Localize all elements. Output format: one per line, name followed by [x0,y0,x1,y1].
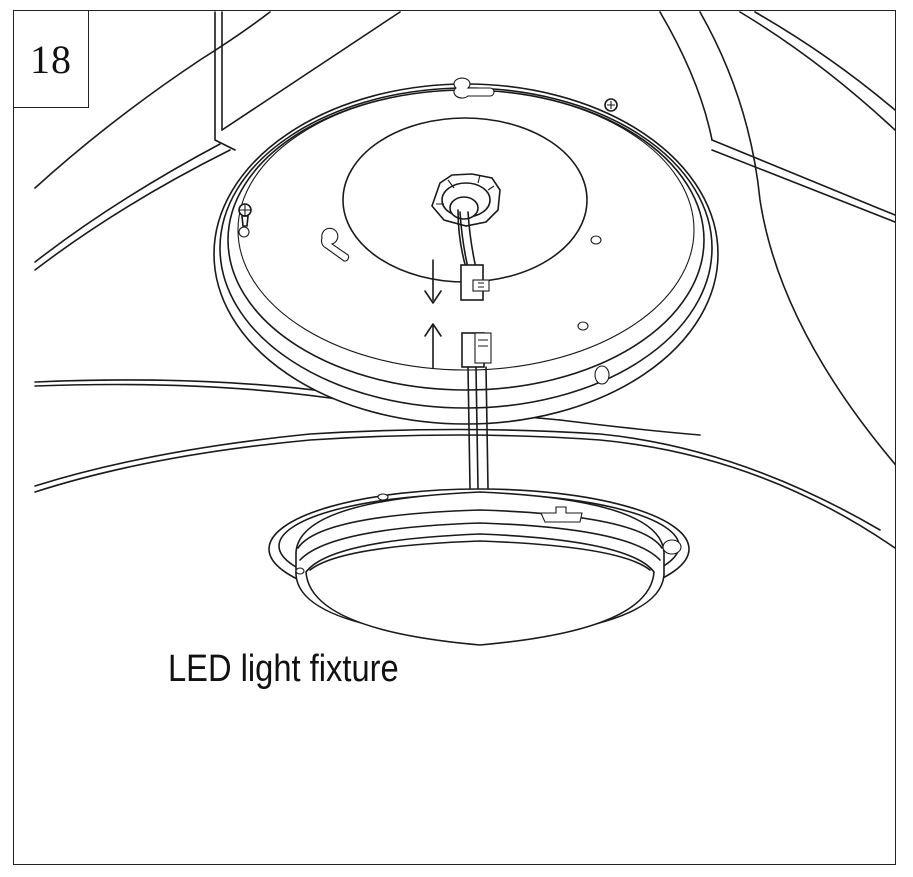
connect-arrows [424,259,442,369]
step-number-box: 18 [13,10,89,108]
screw-icon [238,203,252,227]
step-number: 18 [30,36,72,82]
caption-led-light-fixture: LED light fixture [168,648,399,690]
center-nut-icon [431,173,501,227]
ceiling-wires [457,209,490,301]
fixture-wires [461,332,492,489]
led-light-fixture [268,488,690,646]
fan-blades [34,11,895,549]
mounting-canopy [213,77,719,425]
